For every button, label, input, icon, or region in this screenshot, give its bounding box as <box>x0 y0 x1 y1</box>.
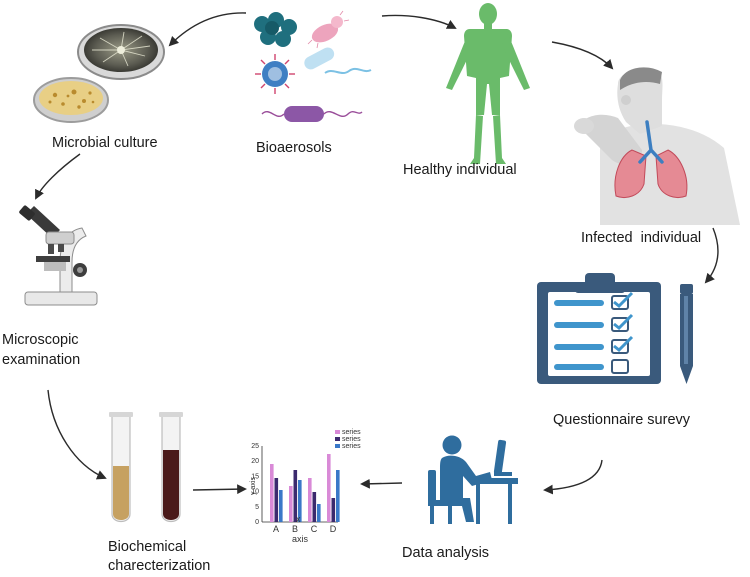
test-tube-tan-icon <box>109 412 133 523</box>
bacillus-icon <box>304 47 372 74</box>
mini-chart-x-label: axis <box>292 534 309 544</box>
test-tube-dark-icon <box>159 412 183 523</box>
agar-plate-icon <box>33 77 109 123</box>
rod-bacterium-icon <box>261 106 363 122</box>
lungs-icon <box>614 120 688 198</box>
mini-chart-bar <box>274 478 279 522</box>
mini-chart-bar <box>298 480 302 522</box>
arrow-microscope-to-tubes <box>47 389 107 480</box>
mini-chart-y-tick: 0 <box>255 519 259 526</box>
mini-chart-bar <box>317 504 321 522</box>
mini-chart-bar <box>312 492 317 522</box>
pencil-icon <box>680 284 693 384</box>
flow-arrows <box>35 12 719 495</box>
mini-chart-bar <box>308 478 312 522</box>
arrow-healthy-to-infected <box>551 41 614 70</box>
mini-chart-category: C <box>311 524 318 534</box>
pink-bacteria-icon <box>307 10 350 49</box>
checklist-rows <box>554 291 634 374</box>
questionnaire-clipboard-icon <box>537 273 661 384</box>
data-analysis-person-icon <box>428 435 518 524</box>
label-data-analysis: Data analysis <box>402 545 490 561</box>
label-microbial-culture: Microbial culture <box>52 135 158 151</box>
mini-chart-y-ticks: 25 20 15 10 5 0 <box>251 443 259 526</box>
mini-chart-category: A <box>273 524 279 534</box>
infected-human-icon <box>574 67 740 225</box>
mini-chart-bar <box>293 470 298 522</box>
mini-chart-bars <box>270 454 340 522</box>
mini-chart-x-mark: x <box>296 514 301 524</box>
label-microscopic-line2: examination <box>2 352 81 368</box>
mini-chart-y-tick: 5 <box>255 504 259 511</box>
mini-chart-legend-swatch <box>335 437 340 441</box>
arrow-questionnaire-to-analysis <box>543 459 603 495</box>
mini-chart-bar <box>289 486 293 522</box>
arrow-infected-to-questionnaire <box>704 227 719 284</box>
label-healthy-individual: Healthy individual <box>403 162 517 178</box>
mini-chart-category: D <box>330 524 337 534</box>
healthy-human-body-icon <box>446 3 530 164</box>
microscope-icon <box>19 205 98 306</box>
mini-chart-bar <box>327 454 331 522</box>
mini-chart-y-label: y axis <box>250 477 257 495</box>
mini-chart-legend-label: series <box>342 436 361 443</box>
mini-chart-legend-swatch <box>335 444 340 448</box>
mini-chart-bar <box>270 464 274 522</box>
mini-chart-y-tick: 15 <box>251 473 259 480</box>
mini-chart-y-tick: 20 <box>251 458 259 465</box>
label-questionnaire-survey: Questionnaire surevy <box>553 412 691 428</box>
arrow-analysis-to-chart <box>360 478 403 489</box>
virus-icon <box>255 54 295 94</box>
label-biochemical-line1: Biochemical <box>108 539 187 555</box>
mini-chart-y-tick: 25 <box>251 443 259 450</box>
arrow-culture-to-microscope <box>35 153 81 200</box>
mini-chart-category: B <box>292 524 298 534</box>
mini-chart-legend-swatch <box>335 430 340 434</box>
arrow-tubes-to-chart <box>192 484 247 495</box>
mini-chart-bar <box>336 470 340 522</box>
arrow-bioaerosols-to-culture <box>168 12 247 47</box>
label-biochemical-line2: charecterization <box>108 558 211 574</box>
mini-chart-x-categories: A B C D <box>273 524 337 534</box>
label-infected-individual: Infected individual <box>581 230 702 246</box>
mini-chart-legend-label: series <box>342 443 361 450</box>
mini-chart-legend-label: series <box>342 429 361 436</box>
label-bioaerosols: Bioaerosols <box>256 140 332 156</box>
label-microscopic-line1: Microscopic <box>2 332 79 348</box>
mini-chart-bar <box>279 490 283 522</box>
microbe-cluster-icon <box>254 12 297 47</box>
mini-chart-y-tick: 10 <box>251 489 259 496</box>
arrow-bioaerosols-to-healthy <box>381 14 457 29</box>
mini-chart-bar <box>331 498 336 522</box>
petri-dish-icon <box>77 24 165 80</box>
